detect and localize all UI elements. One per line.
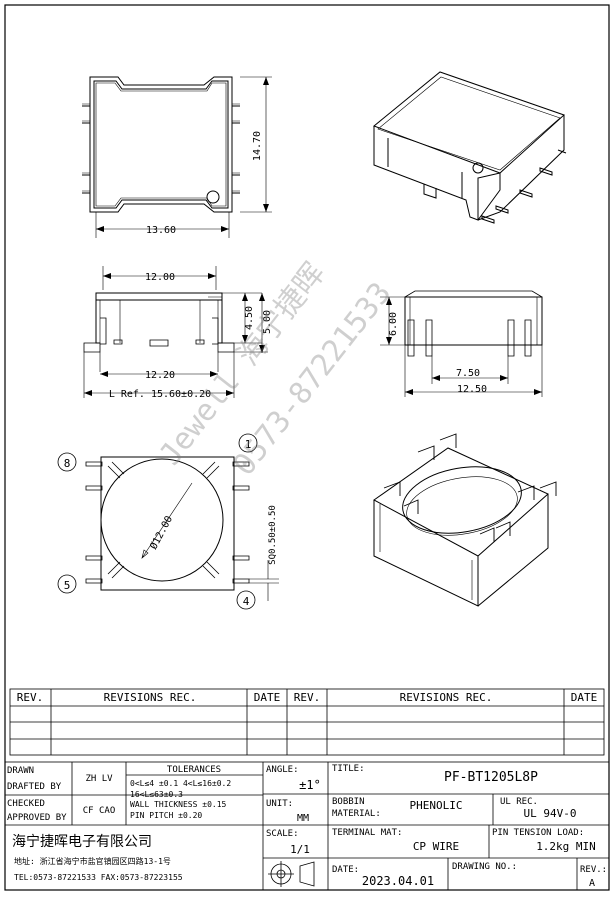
tolerance-1: 0<L≤4 ±0.1 4<L≤16±0.2: [130, 779, 231, 788]
rev-label: REV.:: [580, 865, 607, 875]
dim-width-front: 12.00: [145, 272, 175, 283]
drafted-by: ZH LV: [85, 774, 113, 784]
front-view: [83, 266, 268, 398]
date-label: DATE:: [332, 865, 359, 875]
unit-label: UNIT:: [266, 799, 293, 809]
tolerance-2: 16<L≤63±0.3: [130, 790, 183, 799]
drawing-no-label: DRAWING NO.:: [452, 862, 517, 872]
dim-side-width: 12.50: [457, 384, 487, 395]
date-header-1: DATE: [254, 691, 281, 704]
dim-side-pitch: 7.50: [456, 368, 480, 379]
rev-header-2: REV.: [294, 691, 321, 704]
angle-value: ±1°: [299, 778, 321, 792]
iso-view-open: [373, 433, 557, 607]
dim-sq: SQ0.50±0.50: [268, 505, 278, 565]
drawn-label: DRAWN: [7, 766, 34, 776]
tension-value: 1.2kg MIN: [536, 840, 596, 853]
title-label: TITLE:: [332, 764, 365, 774]
terminal-material: CP WIRE: [413, 840, 459, 853]
approved-label: APPROVED BY: [7, 813, 67, 823]
side-view: [380, 290, 543, 397]
ul-label: UL REC.: [500, 797, 538, 807]
part-title: PF-BT1205L8P: [444, 770, 538, 785]
company-name: 海宁捷晖电子有限公司: [12, 833, 152, 850]
dim-height-top: 14.70: [252, 131, 263, 161]
ul-rating: UL 94V-0: [524, 807, 577, 820]
dim-l-ref: L Ref. 15.60±0.20: [109, 389, 211, 400]
unit-value: MM: [297, 813, 309, 824]
dim-width-top: 13.60: [146, 225, 176, 236]
date-header-2: DATE: [571, 691, 598, 704]
dim-h2: 5.00: [262, 310, 273, 334]
sheet-border: [4, 4, 610, 891]
bobbin-material: PHENOLIC: [410, 799, 463, 812]
rev-value: A: [589, 878, 595, 889]
dim-side-height: 6.00: [388, 312, 399, 336]
bobbin-label-1: BOBBIN: [332, 797, 365, 807]
tension-label: PIN TENSION LOAD:: [492, 828, 584, 838]
revisions-header-2: REVISIONS REC.: [400, 691, 493, 704]
checked-label: CHECKED: [7, 799, 45, 809]
tolerance-4: PIN PITCH ±0.20: [130, 811, 202, 820]
tolerance-3: WALL THICKNESS ±0.15: [130, 800, 227, 809]
pin-label-4: 4: [243, 595, 250, 608]
dim-h1: 4.50: [244, 306, 255, 330]
date-value: 2023.04.01: [362, 874, 434, 888]
dim-pin-span: 12.20: [145, 370, 175, 381]
top-view: [82, 76, 272, 238]
approved-by: CF CAO: [83, 806, 116, 816]
angle-label: ANGLE:: [266, 765, 299, 775]
iso-view-closed: [373, 71, 567, 224]
title-block: [4, 761, 610, 891]
tolerances-title: TOLERANCES: [167, 765, 221, 775]
watermark: Jewell 海宁捷晖 0573-87221533: [153, 256, 399, 482]
company-address: 地址: 浙江省海宁市盐官镇园区四路13-1号: [14, 856, 171, 866]
pin-label-5: 5: [64, 579, 71, 592]
dim-diameter: Ø12.00: [148, 514, 176, 552]
pin-label-8: 8: [64, 457, 71, 470]
drafted-label: DRAFTED BY: [7, 782, 62, 792]
scale-value: 1/1: [290, 843, 310, 856]
scale-label: SCALE:: [266, 829, 299, 839]
terminal-label: TERMINAL MAT:: [332, 828, 402, 838]
bobbin-label-2: MATERIAL:: [332, 809, 381, 819]
revision-table: [9, 688, 605, 756]
rev-header-1: REV.: [17, 691, 44, 704]
pin-label-1: 1: [245, 438, 252, 451]
bottom-view: [57, 433, 279, 610]
company-tel: TEL:0573-87221533 FAX:0573-87223155: [14, 873, 183, 882]
revisions-header-1: REVISIONS REC.: [104, 691, 197, 704]
